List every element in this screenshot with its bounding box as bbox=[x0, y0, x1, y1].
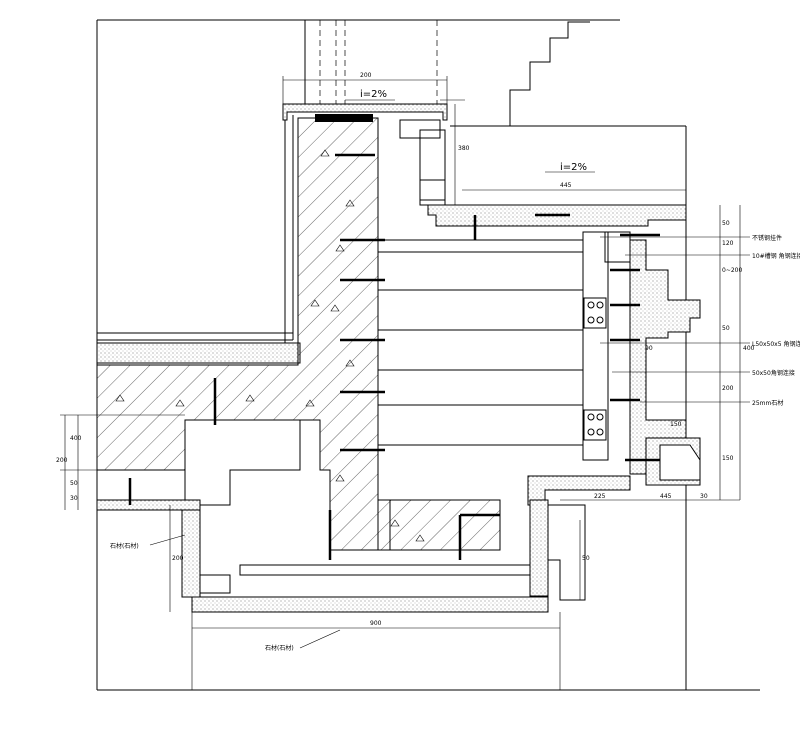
label-stone-bottom: 石材(石材) bbox=[265, 644, 294, 652]
anchor-bolts bbox=[128, 153, 660, 560]
top-cap-black bbox=[315, 114, 373, 122]
label-angle-50: 50x50角钢连接 bbox=[752, 369, 795, 377]
lower-step-cladding bbox=[527, 475, 631, 506]
leader-lines bbox=[149, 236, 750, 649]
dim-left-a: 200 bbox=[56, 457, 68, 464]
concrete-structure bbox=[96, 117, 501, 551]
label-stone-left: 石材(石材) bbox=[110, 542, 139, 550]
stair-outline bbox=[509, 21, 590, 126]
left-soffit-cladding bbox=[181, 504, 201, 598]
left-canopy-cladding bbox=[96, 499, 201, 511]
floor-screed bbox=[96, 342, 301, 364]
lower-right-block bbox=[547, 504, 586, 601]
bottom-soffit-cladding bbox=[191, 596, 549, 613]
slope-label-top: i=2% bbox=[360, 89, 387, 100]
concrete-aggregate-marks bbox=[115, 149, 425, 542]
dim-top-width: 200 bbox=[360, 72, 372, 79]
dim-r11: 30 bbox=[700, 493, 708, 500]
dim-top-right: 380 bbox=[458, 145, 470, 152]
dim-r6: 200 bbox=[722, 385, 734, 392]
top-cap-cladding bbox=[282, 103, 448, 121]
label-stainless-hanger: 不锈钢挂件 bbox=[752, 234, 782, 242]
dimension-texts: 200 380 445 50 120 0~200 50 400 200 150 … bbox=[56, 72, 755, 627]
bolt-plates bbox=[583, 297, 607, 441]
dim-left-b: 400 bbox=[70, 435, 82, 442]
label-channel-connector: 10#槽钢 角钢连接件 bbox=[752, 252, 800, 260]
lower-left-block bbox=[184, 419, 301, 506]
dim-r3: 0~200 bbox=[722, 267, 742, 274]
steel-frame bbox=[199, 119, 631, 594]
dim-left-c: 50 bbox=[70, 480, 78, 487]
dim-r7: 150 bbox=[722, 455, 734, 462]
right-ledge-profile bbox=[659, 444, 701, 481]
dim-r10: 445 bbox=[660, 493, 672, 500]
dim-bot-b: 50 bbox=[582, 555, 590, 562]
annotation-texts: 不锈钢挂件 10#槽钢 角钢连接件 L50x50x5 角钢连接件 50x50角钢… bbox=[110, 234, 800, 652]
dim-left-d: 30 bbox=[70, 495, 78, 502]
dim-r2: 120 bbox=[722, 240, 734, 247]
parapet-wall bbox=[97, 110, 299, 345]
dimension-lines bbox=[60, 76, 741, 690]
dim-r8: 90 bbox=[645, 345, 653, 352]
column-dash-lines bbox=[304, 20, 438, 110]
label-stone-25mm: 25mm石材 bbox=[752, 399, 783, 407]
dim-bottom-width: 900 bbox=[370, 620, 382, 627]
label-angle-connector: L50x50x5 角钢连接件 bbox=[752, 340, 800, 348]
dim-bot-a: 225 bbox=[594, 493, 606, 500]
dim-right-width: 445 bbox=[560, 182, 572, 189]
dim-r5: 400 bbox=[743, 345, 755, 352]
dim-left-e: 200 bbox=[172, 555, 184, 562]
slope-label-right: i=2% bbox=[560, 162, 587, 173]
dim-r4: 50 bbox=[722, 325, 730, 332]
dim-r1: 50 bbox=[722, 220, 730, 227]
dim-r9: 150 bbox=[670, 421, 682, 428]
